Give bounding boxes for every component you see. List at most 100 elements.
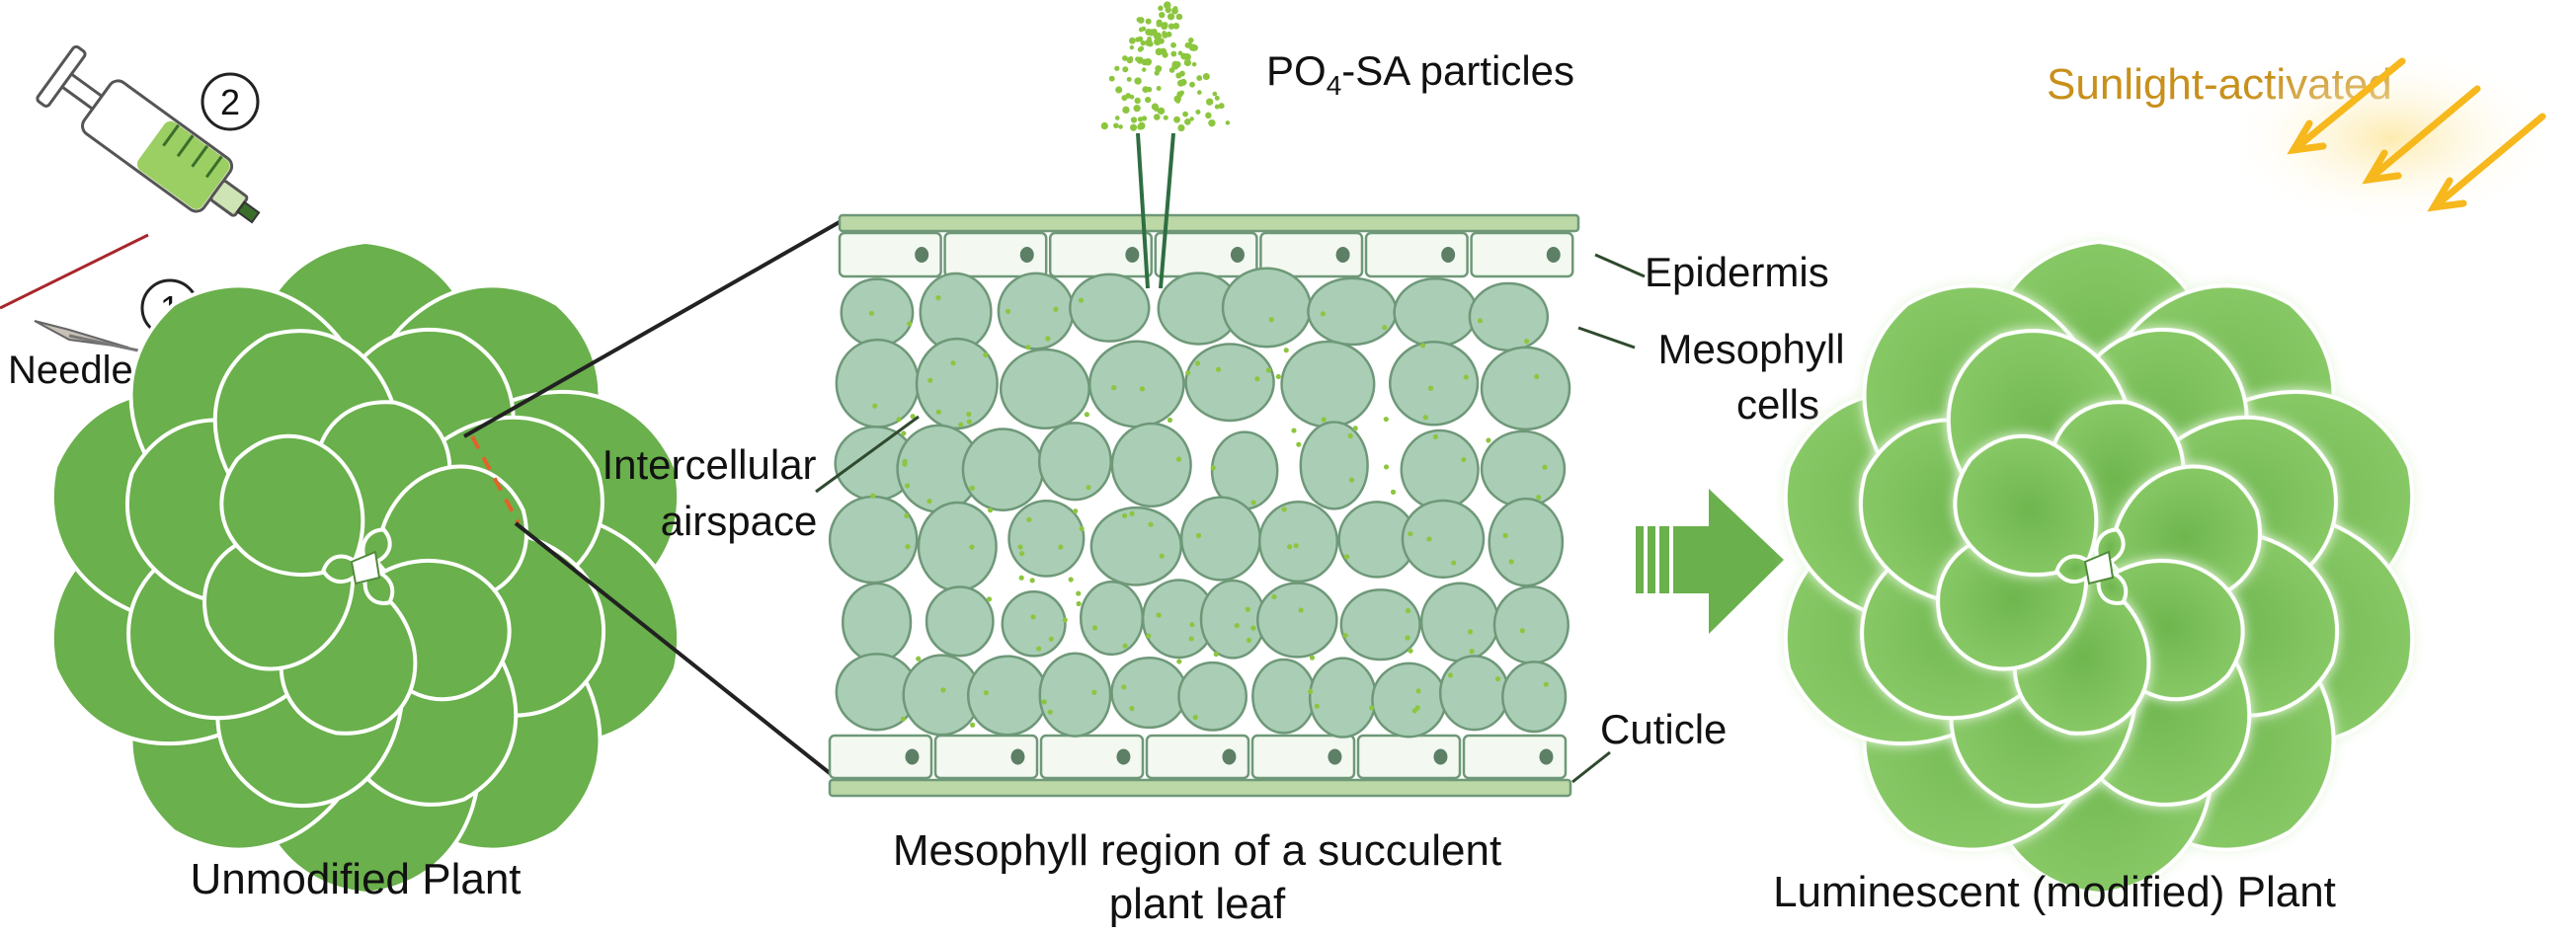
plant-leaf [219, 433, 365, 578]
particle [1128, 37, 1136, 44]
particle [1177, 50, 1183, 56]
particle [1383, 416, 1389, 423]
particle [1115, 86, 1123, 94]
particle [1469, 649, 1475, 655]
particle [1163, 115, 1168, 120]
mesophyll-cell [1371, 662, 1447, 739]
particle [1025, 345, 1031, 351]
mesophyll-cell [828, 495, 919, 584]
particle [1215, 366, 1222, 372]
particle [1159, 553, 1165, 559]
caption-mesophyll-line2: plant leaf [1109, 880, 1286, 928]
particle [1275, 373, 1281, 380]
injection-needle [1136, 132, 1175, 289]
particle [1171, 7, 1177, 13]
particle [1486, 437, 1491, 443]
particle [1137, 117, 1144, 122]
particle [1268, 317, 1274, 323]
epidermis-cell [1039, 734, 1145, 780]
particle [1159, 11, 1166, 19]
particle [905, 543, 911, 550]
particle [1163, 1, 1171, 9]
particle [1113, 122, 1119, 129]
particle [1254, 376, 1260, 382]
mesophyll-cell [961, 428, 1045, 511]
particle [1519, 628, 1525, 634]
particle [1534, 373, 1540, 380]
particle [1141, 26, 1147, 32]
mesophyll-cell [1393, 277, 1479, 348]
zoom-line-top [463, 217, 845, 438]
particle [1172, 23, 1180, 30]
particle [1343, 554, 1350, 560]
particle [1136, 56, 1143, 63]
particle [1161, 23, 1168, 31]
epidermis-cell [1259, 231, 1364, 278]
particle [1463, 374, 1469, 380]
top-cuticle [838, 213, 1580, 233]
particle [935, 409, 941, 415]
particle [1291, 428, 1297, 433]
particle [1155, 65, 1163, 73]
particle [1194, 360, 1201, 366]
mesophyll-cell [1179, 496, 1261, 582]
particle [1208, 118, 1216, 127]
particle [966, 411, 972, 418]
epidermis-cell [1470, 231, 1574, 278]
mesophyll-cell [1419, 582, 1500, 662]
particle [1158, 5, 1164, 12]
mesophyll-cell [1251, 658, 1317, 735]
particle [1170, 50, 1177, 57]
mesophyll-cell [1480, 346, 1571, 431]
particle [1076, 600, 1082, 607]
particle [1129, 44, 1135, 50]
epidermis-cell [1250, 734, 1356, 780]
particle [1160, 47, 1167, 55]
epidermis-label: Epidermis [1645, 249, 1829, 295]
transformation-arrow-icon [1636, 489, 1784, 634]
particle [986, 596, 993, 602]
particle [1148, 29, 1156, 37]
particle [901, 430, 907, 436]
particle [1134, 77, 1142, 85]
caption-mesophyll-line1: Mesophyll region of a succulent [893, 826, 1501, 875]
particle [1287, 544, 1293, 550]
particle [1382, 325, 1388, 331]
particle [1352, 426, 1358, 431]
particle [1026, 516, 1032, 522]
particle-spray [1100, 1, 1231, 132]
particle [1068, 577, 1074, 583]
mesophyll-cell [1438, 655, 1510, 732]
epidermis-cell [1364, 231, 1469, 278]
cell-nucleus [1539, 748, 1554, 765]
mesophyll-cell [1307, 276, 1398, 347]
particle [1139, 45, 1145, 51]
mesophyll-cell [1501, 661, 1568, 734]
cell-nucleus [915, 247, 929, 263]
po4-rest: -SA particles [1341, 47, 1574, 94]
particle [1062, 617, 1068, 623]
particle [927, 377, 933, 383]
particle [970, 722, 976, 728]
particle [1508, 559, 1514, 565]
particle [1447, 672, 1454, 678]
particle [1091, 625, 1098, 631]
particle [868, 310, 874, 316]
particle [958, 422, 964, 428]
particle [1342, 632, 1348, 639]
particle [1154, 32, 1163, 39]
particle [1408, 531, 1413, 537]
particle [1121, 684, 1127, 690]
particle [872, 403, 878, 409]
mesophyll-cell [1199, 579, 1266, 660]
sunlight-arrows-icon [2222, 49, 2558, 227]
particle [1168, 67, 1175, 73]
particle [1156, 85, 1162, 91]
particle [1091, 689, 1097, 695]
unmodified-plant [50, 239, 681, 896]
step-2-marker [201, 72, 260, 131]
particle [1188, 37, 1194, 43]
particle [987, 507, 994, 513]
particle [1162, 32, 1168, 39]
epidermis-cell [933, 734, 1039, 780]
